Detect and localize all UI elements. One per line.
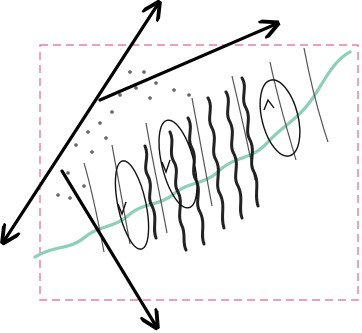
upper-right-arrow: [100, 24, 276, 100]
thin-line-2: [112, 145, 130, 244]
dot-7: [148, 96, 152, 100]
dot-5: [187, 93, 191, 97]
strand-4: [208, 98, 224, 228]
strand-2: [170, 132, 186, 250]
thin-line-6: [270, 62, 296, 160]
frame-rectangle: [40, 45, 358, 300]
long-diagonal-arrow: [4, 4, 158, 241]
dot-14: [90, 150, 94, 154]
dot-4: [172, 88, 176, 92]
dot-13: [104, 136, 108, 140]
loop-arrow-3: [264, 100, 274, 110]
dot-11: [86, 130, 90, 134]
dashed-frame: [40, 45, 358, 300]
ellipse-loop-2: [152, 116, 205, 211]
dot-10: [98, 121, 102, 125]
dot-2: [142, 70, 146, 74]
dot-16: [56, 193, 60, 197]
thin-line-1: [84, 163, 104, 252]
dot-8: [118, 93, 122, 97]
dot-1: [128, 70, 132, 74]
dot-9: [110, 110, 114, 114]
strand-1: [145, 146, 156, 238]
dot-18: [82, 184, 86, 188]
dot-12: [74, 143, 78, 147]
strand-6: [242, 78, 258, 206]
dot-15: [66, 171, 70, 175]
dot-3: [154, 81, 158, 85]
ellipse-loops: [109, 76, 307, 252]
dot-17: [68, 196, 72, 200]
